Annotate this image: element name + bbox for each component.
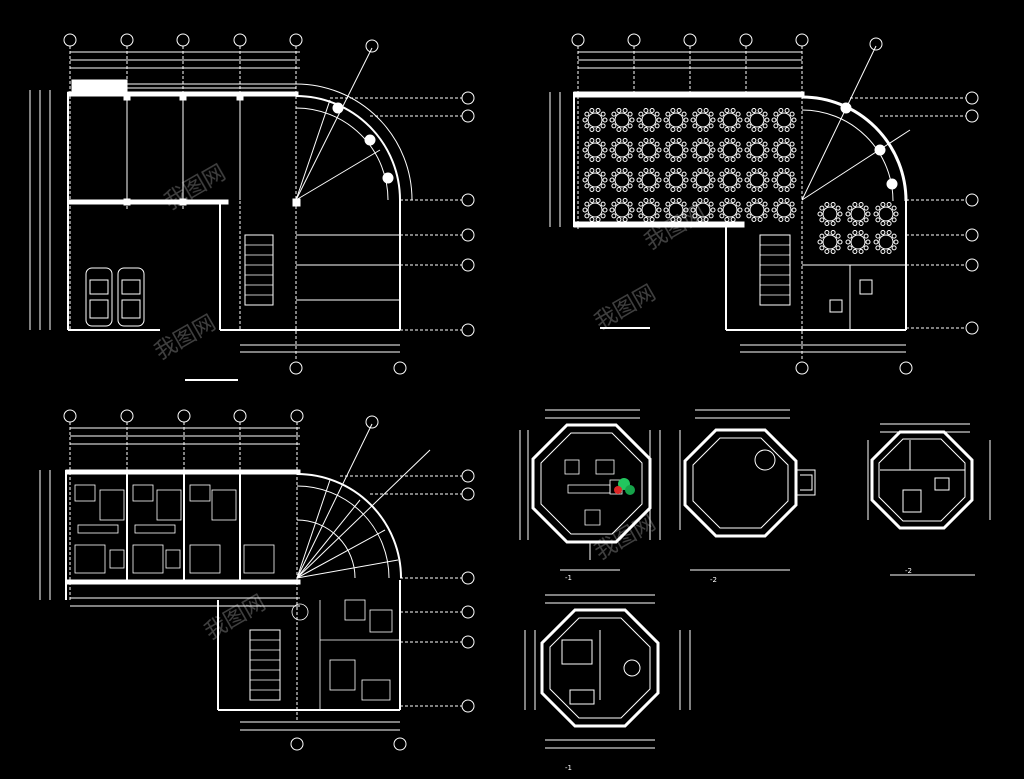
- round-table: [582, 138, 608, 162]
- round-table: [663, 168, 689, 192]
- round-table: [873, 202, 899, 226]
- round-table: [690, 168, 716, 192]
- round-table: [717, 168, 743, 192]
- octagon-plan-2: -2: [679, 409, 816, 584]
- round-table: [717, 138, 743, 162]
- round-table: [636, 198, 662, 222]
- round-table: [636, 108, 662, 132]
- round-table: [582, 198, 608, 222]
- round-table: [609, 168, 635, 192]
- round-table: [744, 108, 770, 132]
- banquet-floor-plan: [549, 33, 979, 375]
- round-table: [609, 138, 635, 162]
- round-table: [636, 168, 662, 192]
- round-table: [690, 108, 716, 132]
- round-table: [744, 138, 770, 162]
- octagon-plan-1: -1: [519, 409, 661, 582]
- octagon-plan-2-caption: -2: [710, 576, 717, 584]
- round-table: [609, 108, 635, 132]
- round-table: [771, 108, 797, 132]
- octagon-plan-4-caption: -1: [565, 764, 572, 772]
- round-table: [771, 198, 797, 222]
- round-table: [873, 230, 899, 254]
- octagon-plan-3: -2: [867, 423, 991, 576]
- round-table: [744, 168, 770, 192]
- round-table: [817, 230, 843, 254]
- round-table: [663, 108, 689, 132]
- round-table: [582, 168, 608, 192]
- round-table: [582, 108, 608, 132]
- round-table: [636, 138, 662, 162]
- ground-floor-plan: [29, 33, 475, 381]
- round-table: [845, 202, 871, 226]
- round-table: [690, 198, 716, 222]
- round-table: [663, 138, 689, 162]
- round-table: [817, 202, 843, 226]
- round-table: [771, 168, 797, 192]
- potted-plant-icon: [614, 478, 635, 495]
- banquet-tables-annex: [817, 202, 899, 254]
- guestroom-furniture: [74, 484, 275, 574]
- round-table: [771, 138, 797, 162]
- octagon-plan-4: -1: [524, 594, 691, 772]
- octagon-plan-3-caption: -2: [905, 567, 912, 575]
- round-table: [663, 198, 689, 222]
- round-table: [744, 198, 770, 222]
- guestroom-floor-plan: [39, 409, 475, 751]
- round-table: [845, 230, 871, 254]
- round-table: [609, 198, 635, 222]
- octagon-plan-1-caption: -1: [565, 574, 572, 582]
- round-table: [717, 108, 743, 132]
- round-table: [690, 138, 716, 162]
- round-table: [717, 198, 743, 222]
- parking-cars: [85, 267, 145, 327]
- banquet-tables: [582, 108, 797, 222]
